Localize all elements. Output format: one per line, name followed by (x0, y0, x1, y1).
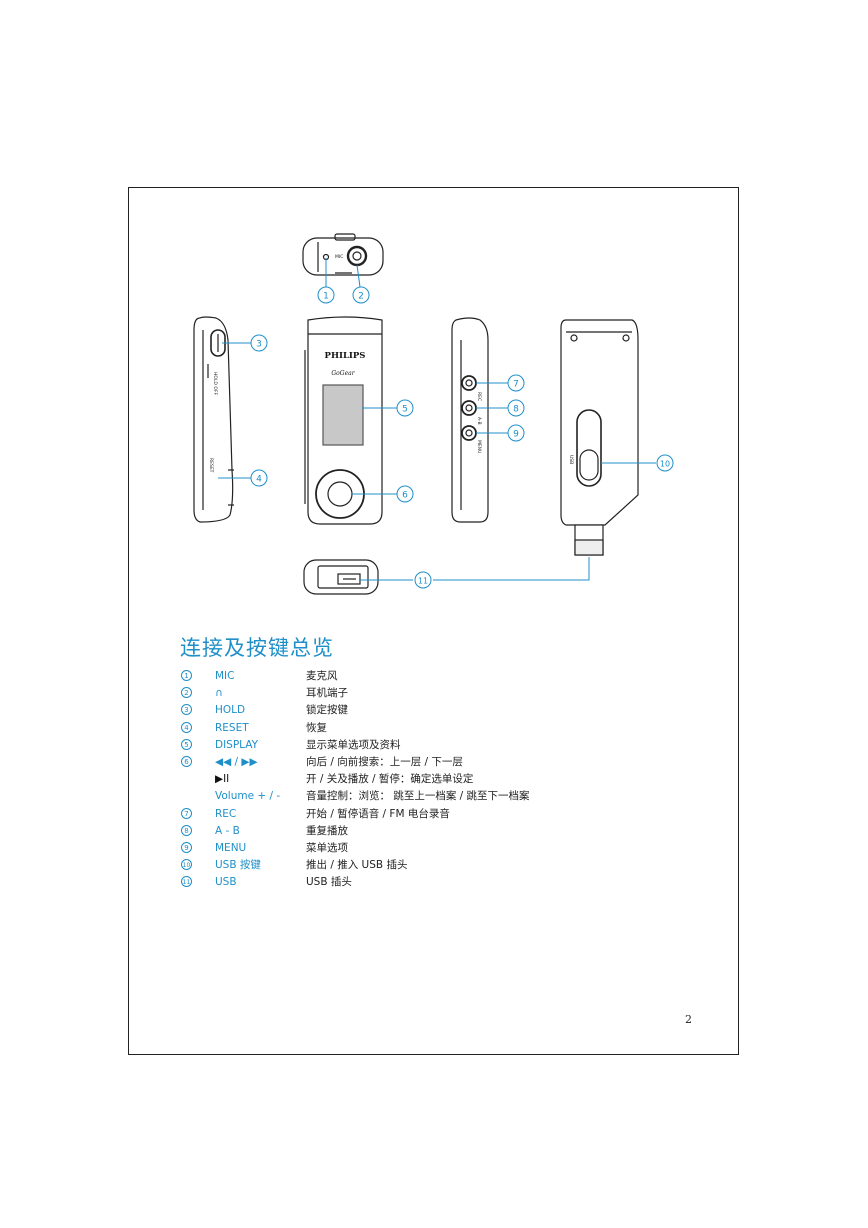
legend-number: 3 (181, 704, 192, 716)
legend-number: 5 (181, 738, 192, 750)
legend-number: 9 (181, 841, 192, 853)
legend-row: 7 REC 开始 / 暂停语音 / FM 电台录音 (181, 806, 661, 823)
legend-number: 7 (181, 807, 192, 819)
legend-row: 6 ◀◀ / ▶▶ 向后 / 向前搜索：上一层 / 下一层 (181, 754, 661, 771)
legend-desc: 开始 / 暂停语音 / FM 电台录音 (306, 807, 450, 820)
legend-desc: 显示菜单选项及资料 (306, 738, 401, 751)
legend-list: 1 MIC 麦克风 2 ∩ 耳机端子 3 HOLD 锁定按键 4 RESET 恢复 5 DISPL… (181, 668, 661, 891)
legend-row: 2 ∩ 耳机端子 (181, 685, 661, 702)
legend-row: 4 RESET 恢复 (181, 720, 661, 737)
legend-desc: 菜单选项 (306, 841, 348, 854)
section-title: 连接及按键总览 (180, 636, 334, 660)
legend-desc: 麦克风 (306, 670, 338, 682)
legend-row: 9 MENU 菜单选项 (181, 840, 661, 857)
legend-number: 6 (181, 755, 192, 767)
legend-key: DISPLAY (215, 738, 259, 751)
legend-number: 11 (181, 876, 192, 888)
page-number: 2 (685, 1013, 692, 1026)
legend-key: REC (215, 807, 237, 820)
legend-key: HOLD (215, 704, 246, 717)
rewind-forward-icon: ◀◀ / ▶▶ (215, 755, 258, 768)
legend-key: MENU (215, 841, 247, 854)
legend-number: 1 (181, 670, 192, 681)
legend-key: Volume + / - (215, 790, 281, 803)
legend-row: 5 DISPLAY 显示菜单选项及资料 (181, 737, 661, 754)
legend-key: A - B (215, 824, 240, 837)
legend-row: 11 USB USB 插头 (181, 874, 661, 891)
page-border (128, 187, 739, 1055)
legend-number: 2 (181, 687, 192, 699)
legend-desc: 音量控制：浏览： 跳至上一档案 / 跳至下一档案 (306, 790, 530, 803)
legend-number: 8 (181, 824, 192, 836)
legend-desc: USB 插头 (306, 876, 352, 889)
legend-desc: 重复播放 (306, 824, 348, 837)
play-pause-icon: ▶II (215, 773, 230, 786)
legend-desc: 耳机端子 (306, 687, 348, 700)
legend-desc: 推出 / 推入 USB 插头 (306, 859, 408, 872)
legend-row: Volume + / - 音量控制：浏览： 跳至上一档案 / 跳至下一档案 (181, 788, 661, 805)
legend-row: 1 MIC 麦克风 (181, 668, 661, 685)
legend-key: MIC (215, 670, 235, 682)
legend-row: 3 HOLD 锁定按键 (181, 702, 661, 719)
headphone-icon: ∩ (215, 687, 223, 700)
legend-number: 10 (181, 859, 192, 871)
legend-desc: 锁定按键 (306, 704, 348, 717)
legend-key: RESET (215, 721, 249, 734)
legend-desc: 开 / 关及播放 / 暂停：确定选单设定 (306, 773, 474, 786)
legend-row: ▶II 开 / 关及播放 / 暂停：确定选单设定 (181, 771, 661, 788)
legend-desc: 向后 / 向前搜索：上一层 / 下一层 (306, 755, 463, 768)
legend-key: USB (215, 876, 237, 889)
legend-key: USB 按键 (215, 859, 261, 872)
legend-desc: 恢复 (306, 721, 327, 734)
legend-row: 10 USB 按键 推出 / 推入 USB 插头 (181, 857, 661, 874)
legend-number: 4 (181, 721, 192, 733)
legend-row: 8 A - B 重复播放 (181, 823, 661, 840)
